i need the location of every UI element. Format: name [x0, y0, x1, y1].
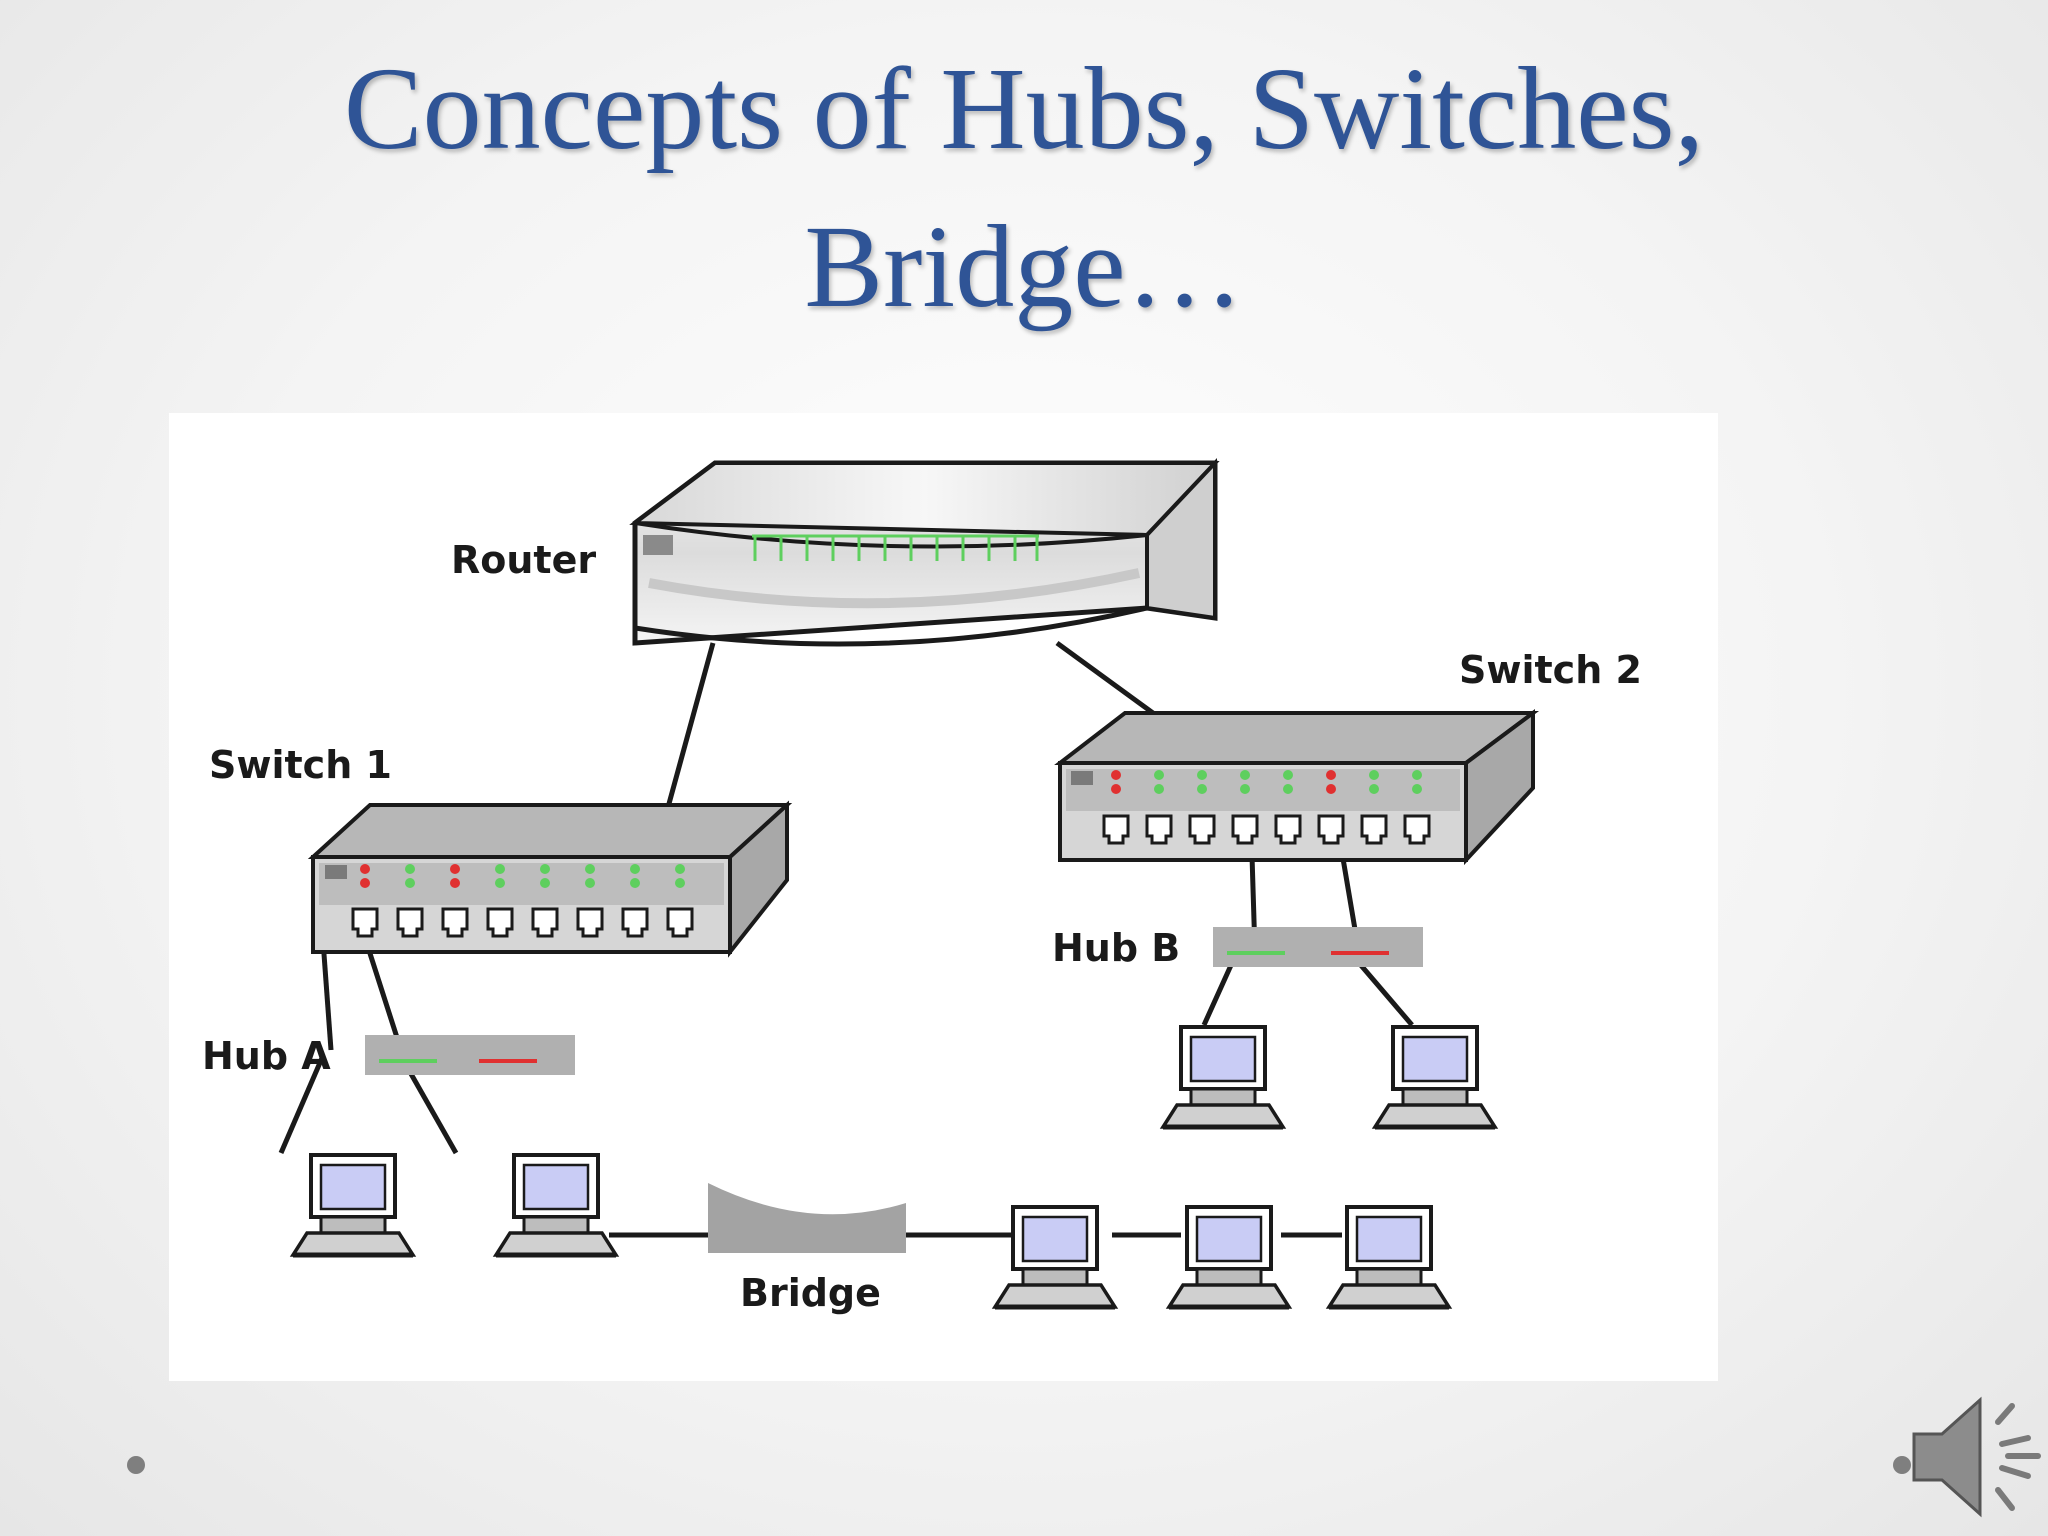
switch-1-led-2-a — [405, 864, 415, 874]
switch-2-led-7-b — [1369, 784, 1379, 794]
computer-7 — [1375, 1027, 1495, 1127]
switch-1-led-5-b — [540, 878, 550, 888]
computer-6 — [1163, 1027, 1283, 1127]
switch-2-leds — [1111, 770, 1422, 794]
switch-1-led-7-a — [630, 864, 640, 874]
switch-2-device — [1054, 709, 1540, 866]
switch-1-led-2-b — [405, 878, 415, 888]
switch-2-led-6-b — [1326, 784, 1336, 794]
switch-1-led-3-b — [450, 878, 460, 888]
title-line-2: Bridge… — [804, 201, 1244, 332]
bridge-label: Bridge — [740, 1271, 881, 1315]
switch-1-led-8-b — [675, 878, 685, 888]
bridge-device — [708, 1183, 906, 1253]
switch-2-port-7 — [1360, 814, 1388, 845]
switch-2-port-1 — [1102, 814, 1130, 845]
computer-3 — [995, 1207, 1115, 1307]
switch-2-led-7-a — [1369, 770, 1379, 780]
switch-1-port-4 — [486, 907, 514, 938]
switch-1-led-1-b — [360, 878, 370, 888]
switch-2-led-5-b — [1283, 784, 1293, 794]
switch-1-led-4-a — [495, 864, 505, 874]
switch-2-port-8 — [1403, 814, 1431, 845]
network-diagram: Router Switch 1 Switch 2 — [169, 413, 1718, 1381]
router-port-leds — [752, 534, 1039, 561]
hub-a-device — [365, 1035, 575, 1075]
switch-2-led-1-b — [1111, 784, 1121, 794]
switch-1-led-4-b — [495, 878, 505, 888]
switch-1-led-6-a — [585, 864, 595, 874]
bullet-dot-left — [127, 1456, 145, 1474]
switch-2-led-3-b — [1197, 784, 1207, 794]
switch-1-led-8-a — [675, 864, 685, 874]
hub-b-label: Hub B — [1052, 926, 1180, 970]
switch-2-port-5 — [1274, 814, 1302, 845]
switch-1-port-1 — [351, 907, 379, 938]
switch-1-led-7-b — [630, 878, 640, 888]
switch-2-port-3 — [1188, 814, 1216, 845]
slide-title: Concepts of Hubs, Switches, Bridge… — [0, 30, 2048, 346]
switch-2-led-2-a — [1154, 770, 1164, 780]
bullet-dot-right — [1893, 1456, 1911, 1474]
switch-1-port-7 — [621, 907, 649, 938]
switch-1-port-8 — [666, 907, 694, 938]
switch-2-led-2-b — [1154, 784, 1164, 794]
switch-2-led-8-a — [1412, 770, 1422, 780]
switch-2-led-8-b — [1412, 784, 1422, 794]
switch-2-led-4-b — [1240, 784, 1250, 794]
computer-5 — [1329, 1207, 1449, 1307]
switch-1-led-3-a — [450, 864, 460, 874]
switch-2-led-6-a — [1326, 770, 1336, 780]
switch-2-led-3-a — [1197, 770, 1207, 780]
switch-1-led-5-a — [540, 864, 550, 874]
switch-1-label: Switch 1 — [209, 743, 392, 787]
speaker-icon[interactable] — [1902, 1392, 2042, 1522]
switch-1-device — [307, 800, 793, 958]
switch-1-port-3 — [441, 907, 469, 938]
hub-a-label: Hub A — [202, 1034, 331, 1078]
switch-1-port-2 — [396, 907, 424, 938]
computer-4 — [1169, 1207, 1289, 1307]
router-label: Router — [451, 538, 596, 582]
hub-b-device — [1213, 927, 1423, 967]
switch-1-led-6-b — [585, 878, 595, 888]
switch-2-led-4-a — [1240, 770, 1250, 780]
router-device — [629, 457, 1220, 647]
switch-2-port-6 — [1317, 814, 1345, 845]
switch-2-port-4 — [1231, 814, 1259, 845]
computer-1 — [293, 1155, 413, 1255]
switch-2-port-2 — [1145, 814, 1173, 845]
switch-1-port-6 — [576, 907, 604, 938]
network-diagram-svg: Router Switch 1 Switch 2 — [202, 457, 1642, 1315]
switch-1-port-5 — [531, 907, 559, 938]
switch-2-led-5-a — [1283, 770, 1293, 780]
switch-2-led-1-a — [1111, 770, 1121, 780]
switch-1-led-1-a — [360, 864, 370, 874]
switch-1-leds — [360, 864, 685, 888]
computer-2 — [496, 1155, 616, 1255]
title-line-1: Concepts of Hubs, Switches, — [343, 43, 1705, 174]
switch-2-label: Switch 2 — [1459, 648, 1642, 692]
